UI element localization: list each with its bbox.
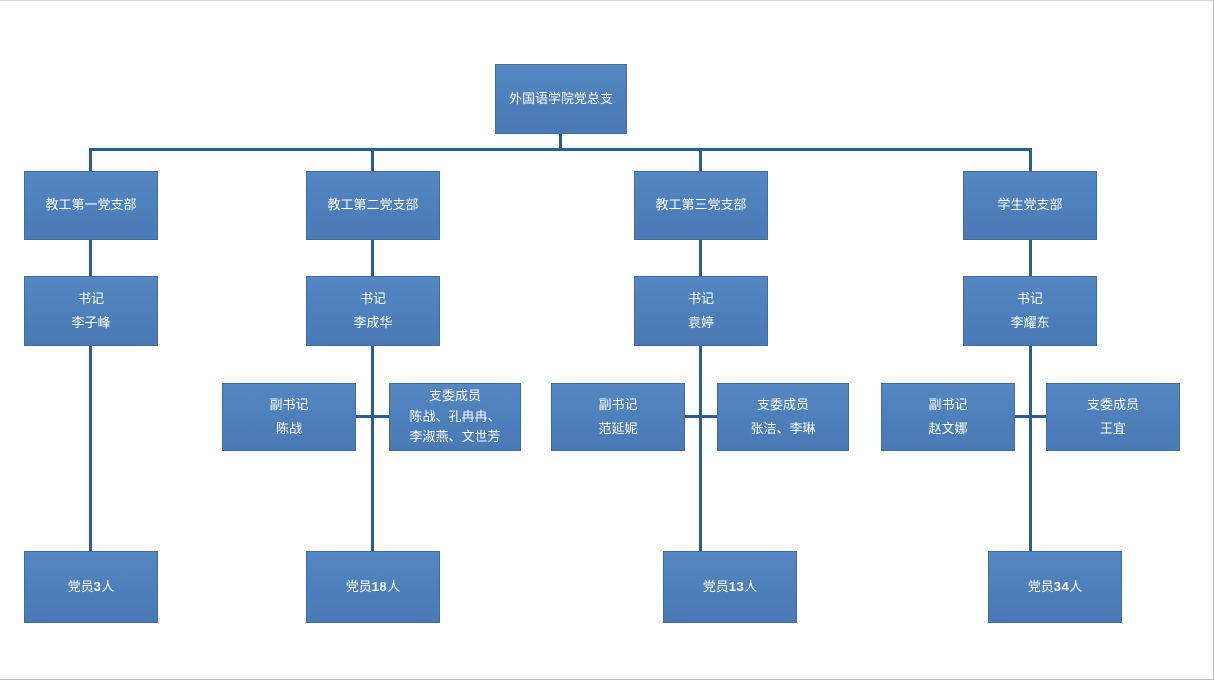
connector-branch2-top (371, 148, 374, 171)
deputy-name: 赵文娜 (928, 421, 968, 436)
connector-branch1-trunk (89, 346, 92, 551)
connector-root-stub (559, 134, 562, 150)
node-branch4-secretary: 书记 李耀东 (963, 276, 1097, 346)
node-branch1-members: 党员3人 (24, 551, 158, 623)
node-root: 外国语学院党总支 (495, 64, 627, 134)
secretary-name: 袁婷 (687, 315, 714, 330)
node-branch4-committee: 支委成员 王宜 (1046, 383, 1180, 451)
node-branch3-committee: 支委成员 张洁、李琳 (717, 383, 849, 451)
connector-branch2-cross (356, 415, 389, 418)
branch-title-label: 教工第一党支部 (45, 197, 137, 213)
secretary-role: 书记 (77, 290, 104, 306)
node-branch2-title: 教工第二党支部 (306, 171, 440, 240)
node-branch4-deputy: 副书记 赵文娜 (881, 383, 1015, 451)
secretary-role: 书记 (1016, 290, 1043, 306)
members-count-label: 党员13人 (702, 578, 758, 594)
secretary-name: 李耀东 (1010, 315, 1050, 330)
committee-names: 张洁、李琳 (750, 421, 816, 436)
committee-role: 支委成员 (428, 387, 481, 403)
connector-branch1-mid (89, 240, 92, 276)
connector-branch4-top (1029, 148, 1032, 171)
deputy-name: 陈战 (275, 421, 302, 436)
connector-branch1-top (89, 148, 92, 171)
node-branch3-secretary: 书记 袁婷 (634, 276, 768, 346)
connector-branch4-trunk (1029, 346, 1032, 551)
connector-branch3-top (699, 148, 702, 171)
node-branch3-members: 党员13人 (663, 551, 797, 623)
committee-names: 陈战、孔冉冉、 (409, 408, 501, 424)
secretary-role: 书记 (687, 290, 714, 306)
members-count-number: 3 (93, 578, 102, 594)
node-branch2-deputy: 副书记 陈战 (222, 383, 356, 451)
secretary-role: 书记 (359, 290, 386, 306)
committee-role: 支委成员 (1086, 396, 1139, 412)
node-branch2-members: 党员18人 (306, 551, 440, 623)
connector-branch3-mid (699, 240, 702, 276)
committee-names: 李淑燕、文世芳 (409, 429, 501, 445)
members-count-number: 18 (371, 578, 388, 594)
node-branch1-secretary: 书记 李子峰 (24, 276, 158, 346)
connector-branch3-trunk (699, 346, 702, 551)
members-count-number: 34 (1053, 578, 1070, 594)
committee-names: 王宜 (1099, 421, 1126, 436)
node-branch2-secretary: 书记 李成华 (306, 276, 440, 346)
connector-branch3-cross (685, 415, 717, 418)
deputy-role: 副书记 (269, 396, 309, 412)
node-root-label: 外国语学院党总支 (508, 90, 613, 106)
secretary-name: 李子峰 (71, 315, 111, 330)
connector-branch2-mid (371, 240, 374, 276)
deputy-name: 范延妮 (598, 421, 638, 436)
node-branch4-title: 学生党支部 (963, 171, 1097, 240)
branch-title-label: 教工第三党支部 (655, 197, 747, 213)
committee-role: 支委成员 (756, 396, 809, 412)
node-branch2-committee: 支委成员 陈战、孔冉冉、 李淑燕、文世芳 (389, 383, 521, 451)
deputy-role: 副书记 (928, 396, 968, 412)
secretary-name: 李成华 (353, 315, 393, 330)
branch-title-label: 教工第二党支部 (327, 197, 419, 213)
connector-main-horizontal (90, 148, 1031, 151)
node-branch1-title: 教工第一党支部 (24, 171, 158, 240)
connector-branch4-cross (1015, 415, 1046, 418)
node-branch3-title: 教工第三党支部 (634, 171, 768, 240)
branch-title-label: 学生党支部 (997, 197, 1063, 213)
members-count-label: 党员34人 (1027, 578, 1083, 594)
node-branch3-deputy: 副书记 范延妮 (551, 383, 685, 451)
deputy-role: 副书记 (598, 396, 638, 412)
node-branch4-members: 党员34人 (988, 551, 1122, 623)
members-count-label: 党员3人 (67, 578, 115, 594)
members-count-number: 13 (728, 578, 745, 594)
connector-branch2-trunk (371, 346, 374, 551)
connector-branch4-mid (1029, 240, 1032, 276)
members-count-label: 党员18人 (345, 578, 401, 594)
